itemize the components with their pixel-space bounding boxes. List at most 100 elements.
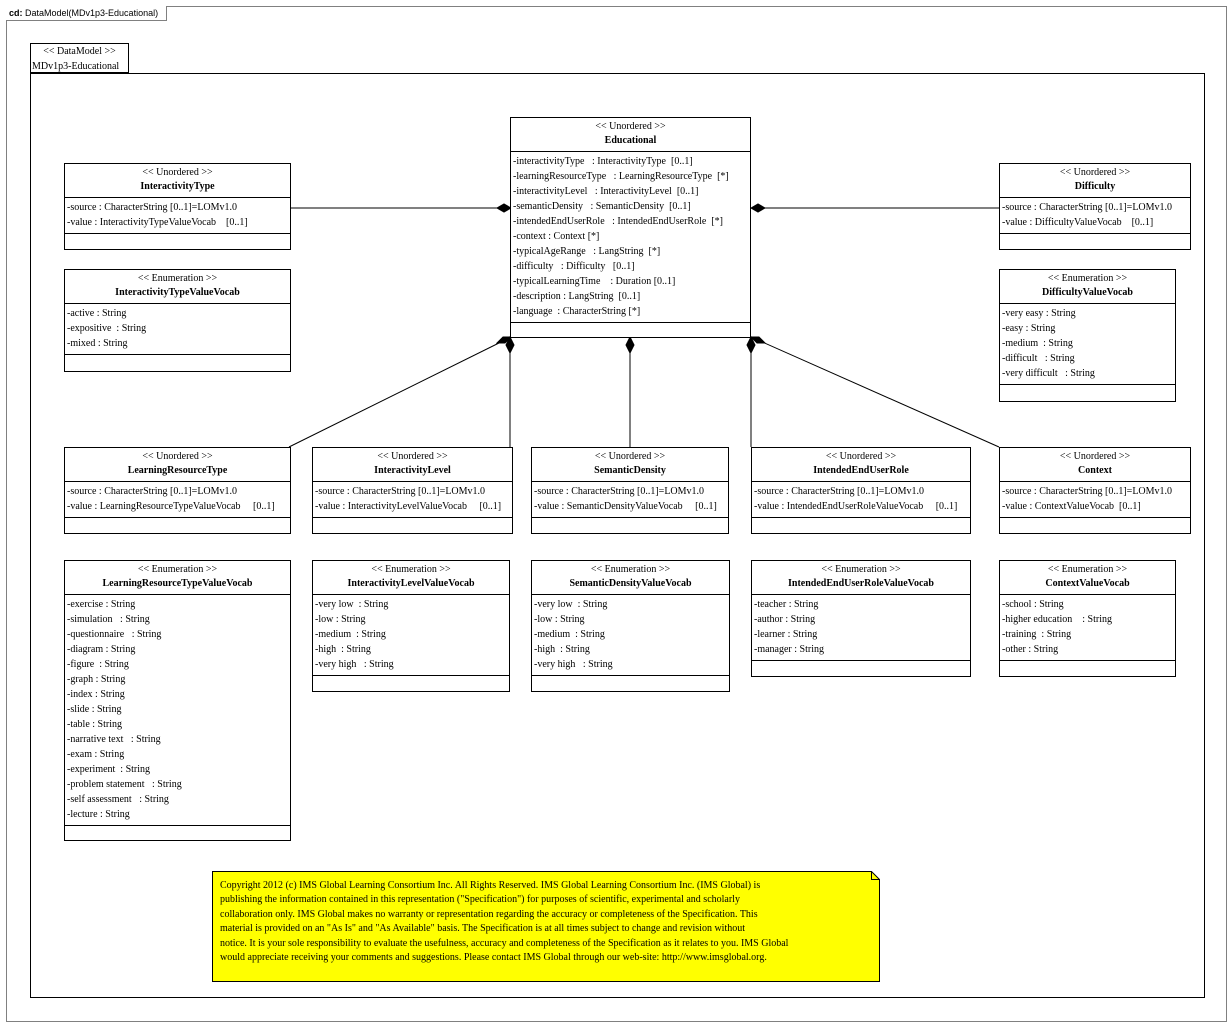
package-stereotype: << DataModel >> [43,46,116,57]
class-attribute: -exercise : String [67,599,136,610]
class-attribute: -learner : String [754,629,818,640]
class-stereotype: << Unordered >> [594,451,666,462]
class-attribute: -very low : String [534,599,608,610]
class-attribute: -medium : String [534,629,605,640]
package-tab[interactable]: << DataModel >> MDv1p3-Educational [30,43,129,73]
class-attribute: -low : String [534,614,585,625]
class-header: << Enumeration >> InteractivityLevelValu… [313,561,509,595]
composition-diamond [746,335,756,355]
class-stereotype: << Enumeration >> [1047,564,1128,575]
class-stereotype: << Unordered >> [377,451,448,462]
class-name: LearningResourceTypeValueVocab [102,578,253,589]
class-attribute: -value : InteractivityTypeValueVocab [0.… [67,217,248,228]
class-attribute: -value : InteractivityLevelValueVocab [0… [315,501,502,512]
class-attribute: -very low : String [315,599,389,610]
note-line: collaboration only. IMS Global makes no … [220,908,758,920]
class-header: << Enumeration >> DifficultyValueVocab [1000,270,1175,304]
class-interactivitylevel[interactable]: << Unordered >> InteractivityLevel -sour… [312,447,513,534]
class-header: << Enumeration >> IntendedEndUserRoleVal… [752,561,970,595]
class-attribute: -narrative text : String [67,734,161,745]
class-attribute: -manager : String [754,644,824,655]
class-attribute: -source : CharacterString [0..1]=LOMv1.0 [67,202,238,213]
class-attributes: -very easy : String-easy : String-medium… [1000,304,1175,385]
class-context[interactable]: << Unordered >> Context -source : Charac… [999,447,1191,534]
class-attribute: -language : CharacterString [*] [513,306,641,317]
class-header: << Unordered >> InteractivityLevel [313,448,512,482]
class-header: << Unordered >> InteractivityType [65,164,290,198]
class-attribute: -experiment : String [67,764,151,775]
note-text: Copyright 2012 (c) IMS Global Learning C… [220,879,870,965]
class-intendedenduserrole[interactable]: << Unordered >> IntendedEndUserRole -sou… [751,447,971,534]
class-semanticdensityvaluevocab[interactable]: << Enumeration >> SemanticDensityValueVo… [531,560,730,692]
class-attribute: -source : CharacterString [0..1]=LOMv1.0 [534,486,705,497]
frame-title: DataModel(MDv1p3-Educational) [25,8,159,18]
class-header: << Enumeration >> InteractivityTypeValue… [65,270,290,304]
class-attribute: -context : Context [*] [513,231,600,242]
class-difficultyvaluevocab[interactable]: << Enumeration >> DifficultyValueVocab -… [999,269,1176,402]
frame-kind: cd: [9,8,23,18]
class-stereotype: << Unordered >> [595,121,666,132]
class-attributes: -school : String -higher education : Stri… [1000,595,1175,661]
class-difficulty[interactable]: << Unordered >> Difficulty -source : Cha… [999,163,1191,250]
class-learningresourcetype[interactable]: << Unordered >> LearningResourceType -so… [64,447,291,534]
class-attributes: -source : CharacterString [0..1]=LOMv1.0… [532,482,728,518]
class-attribute: -simulation : String [67,614,150,625]
copyright-note[interactable]: Copyright 2012 (c) IMS Global Learning C… [212,871,880,982]
class-header: << Enumeration >> LearningResourceTypeVa… [65,561,290,595]
class-semanticdensity[interactable]: << Unordered >> SemanticDensity -source … [531,447,729,534]
class-name: InteractivityType [140,181,215,192]
class-attribute: -typicalAgeRange : LangString [*] [513,246,661,257]
class-header: << Unordered >> LearningResourceType [65,448,290,482]
class-header: << Unordered >> Difficulty [1000,164,1190,198]
class-learningresourcetypevaluevocab[interactable]: << Enumeration >> LearningResourceTypeVa… [64,560,291,841]
class-name: Context [1078,465,1112,476]
class-attributes: -source : CharacterString [0..1]=LOMv1.0… [65,198,290,234]
class-attribute: -other : String [1002,644,1059,655]
class-attributes: -source : CharacterString [0..1]=LOMv1.0… [65,482,290,518]
class-attribute: -very high : String [534,659,613,670]
class-name: InteractivityLevel [374,465,451,476]
class-attribute: -author : String [754,614,816,625]
class-attributes: -teacher : String -author : String -learne… [752,595,970,661]
class-stereotype: << Enumeration >> [371,564,451,575]
class-interactivitylevelvaluevocab[interactable]: << Enumeration >> InteractivityLevelValu… [312,560,510,692]
class-name: InteractivityTypeValueVocab [115,287,240,298]
class-attribute: -learningResourceType : LearningResource… [513,171,729,182]
class-attribute: -higher education : String [1002,614,1112,625]
class-intendedenduserrolevaluevocab[interactable]: << Enumeration >> IntendedEndUserRoleVal… [751,560,971,677]
class-attribute: -medium : String [315,629,386,640]
class-attribute: -intendedEndUserRole : IntendedEndUserRo… [513,216,723,227]
class-attribute: -description : LangString [0..1] [513,291,641,302]
note-shape [212,871,880,982]
class-header: << Unordered >> IntendedEndUserRole [752,448,970,482]
class-name: IntendedEndUserRole [813,465,909,476]
note-line: Copyright 2012 (c) IMS Global Learning C… [220,880,761,891]
class-attribute: -semanticDensity : SemanticDensity [0..1… [513,201,691,212]
class-attribute: -mixed : String [67,338,128,349]
class-header: << Enumeration >> ContextValueVocab [1000,561,1175,595]
class-attribute: -medium : String [1002,338,1073,349]
class-attribute: -exam : String [67,749,125,760]
class-interactivitytype[interactable]: << Unordered >> InteractivityType -sourc… [64,163,291,250]
note-line: publishing the information contained in … [220,894,740,906]
class-interactivitytypevaluevocab[interactable]: << Enumeration >> InteractivityTypeValue… [64,269,291,372]
package-body [30,73,1205,998]
note-line: would appreciate receiving your comments… [220,952,767,964]
class-contextvaluevocab[interactable]: << Enumeration >> ContextValueVocab -sch… [999,560,1176,677]
class-header: << Unordered >> SemanticDensity [532,448,728,482]
class-attribute: -lecture : String [67,809,130,820]
composition-diamond [749,336,767,344]
class-attributes: -source : CharacterString [0..1]=LOMv1.0… [313,482,512,518]
class-educational[interactable]: << Unordered >> Educational -interactivi… [510,117,751,338]
class-attributes: -source : CharacterString [0..1]=LOMv1.0… [752,482,970,518]
class-attribute: -value : DifficultyValueVocab [0..1] [1002,217,1154,228]
class-name: Educational [604,135,657,146]
class-attribute: -easy : String [1002,323,1056,334]
class-attribute: -teacher : String [754,599,819,610]
class-attribute: -school : String [1002,599,1064,610]
class-attribute: -slide : String [67,704,122,715]
frame-tab: cd: DataModel(MDv1p3-Educational) [6,6,168,21]
class-attribute: -self assessment : String [67,794,169,805]
class-attributes: -active : String-expositive : String-mix… [65,304,290,355]
